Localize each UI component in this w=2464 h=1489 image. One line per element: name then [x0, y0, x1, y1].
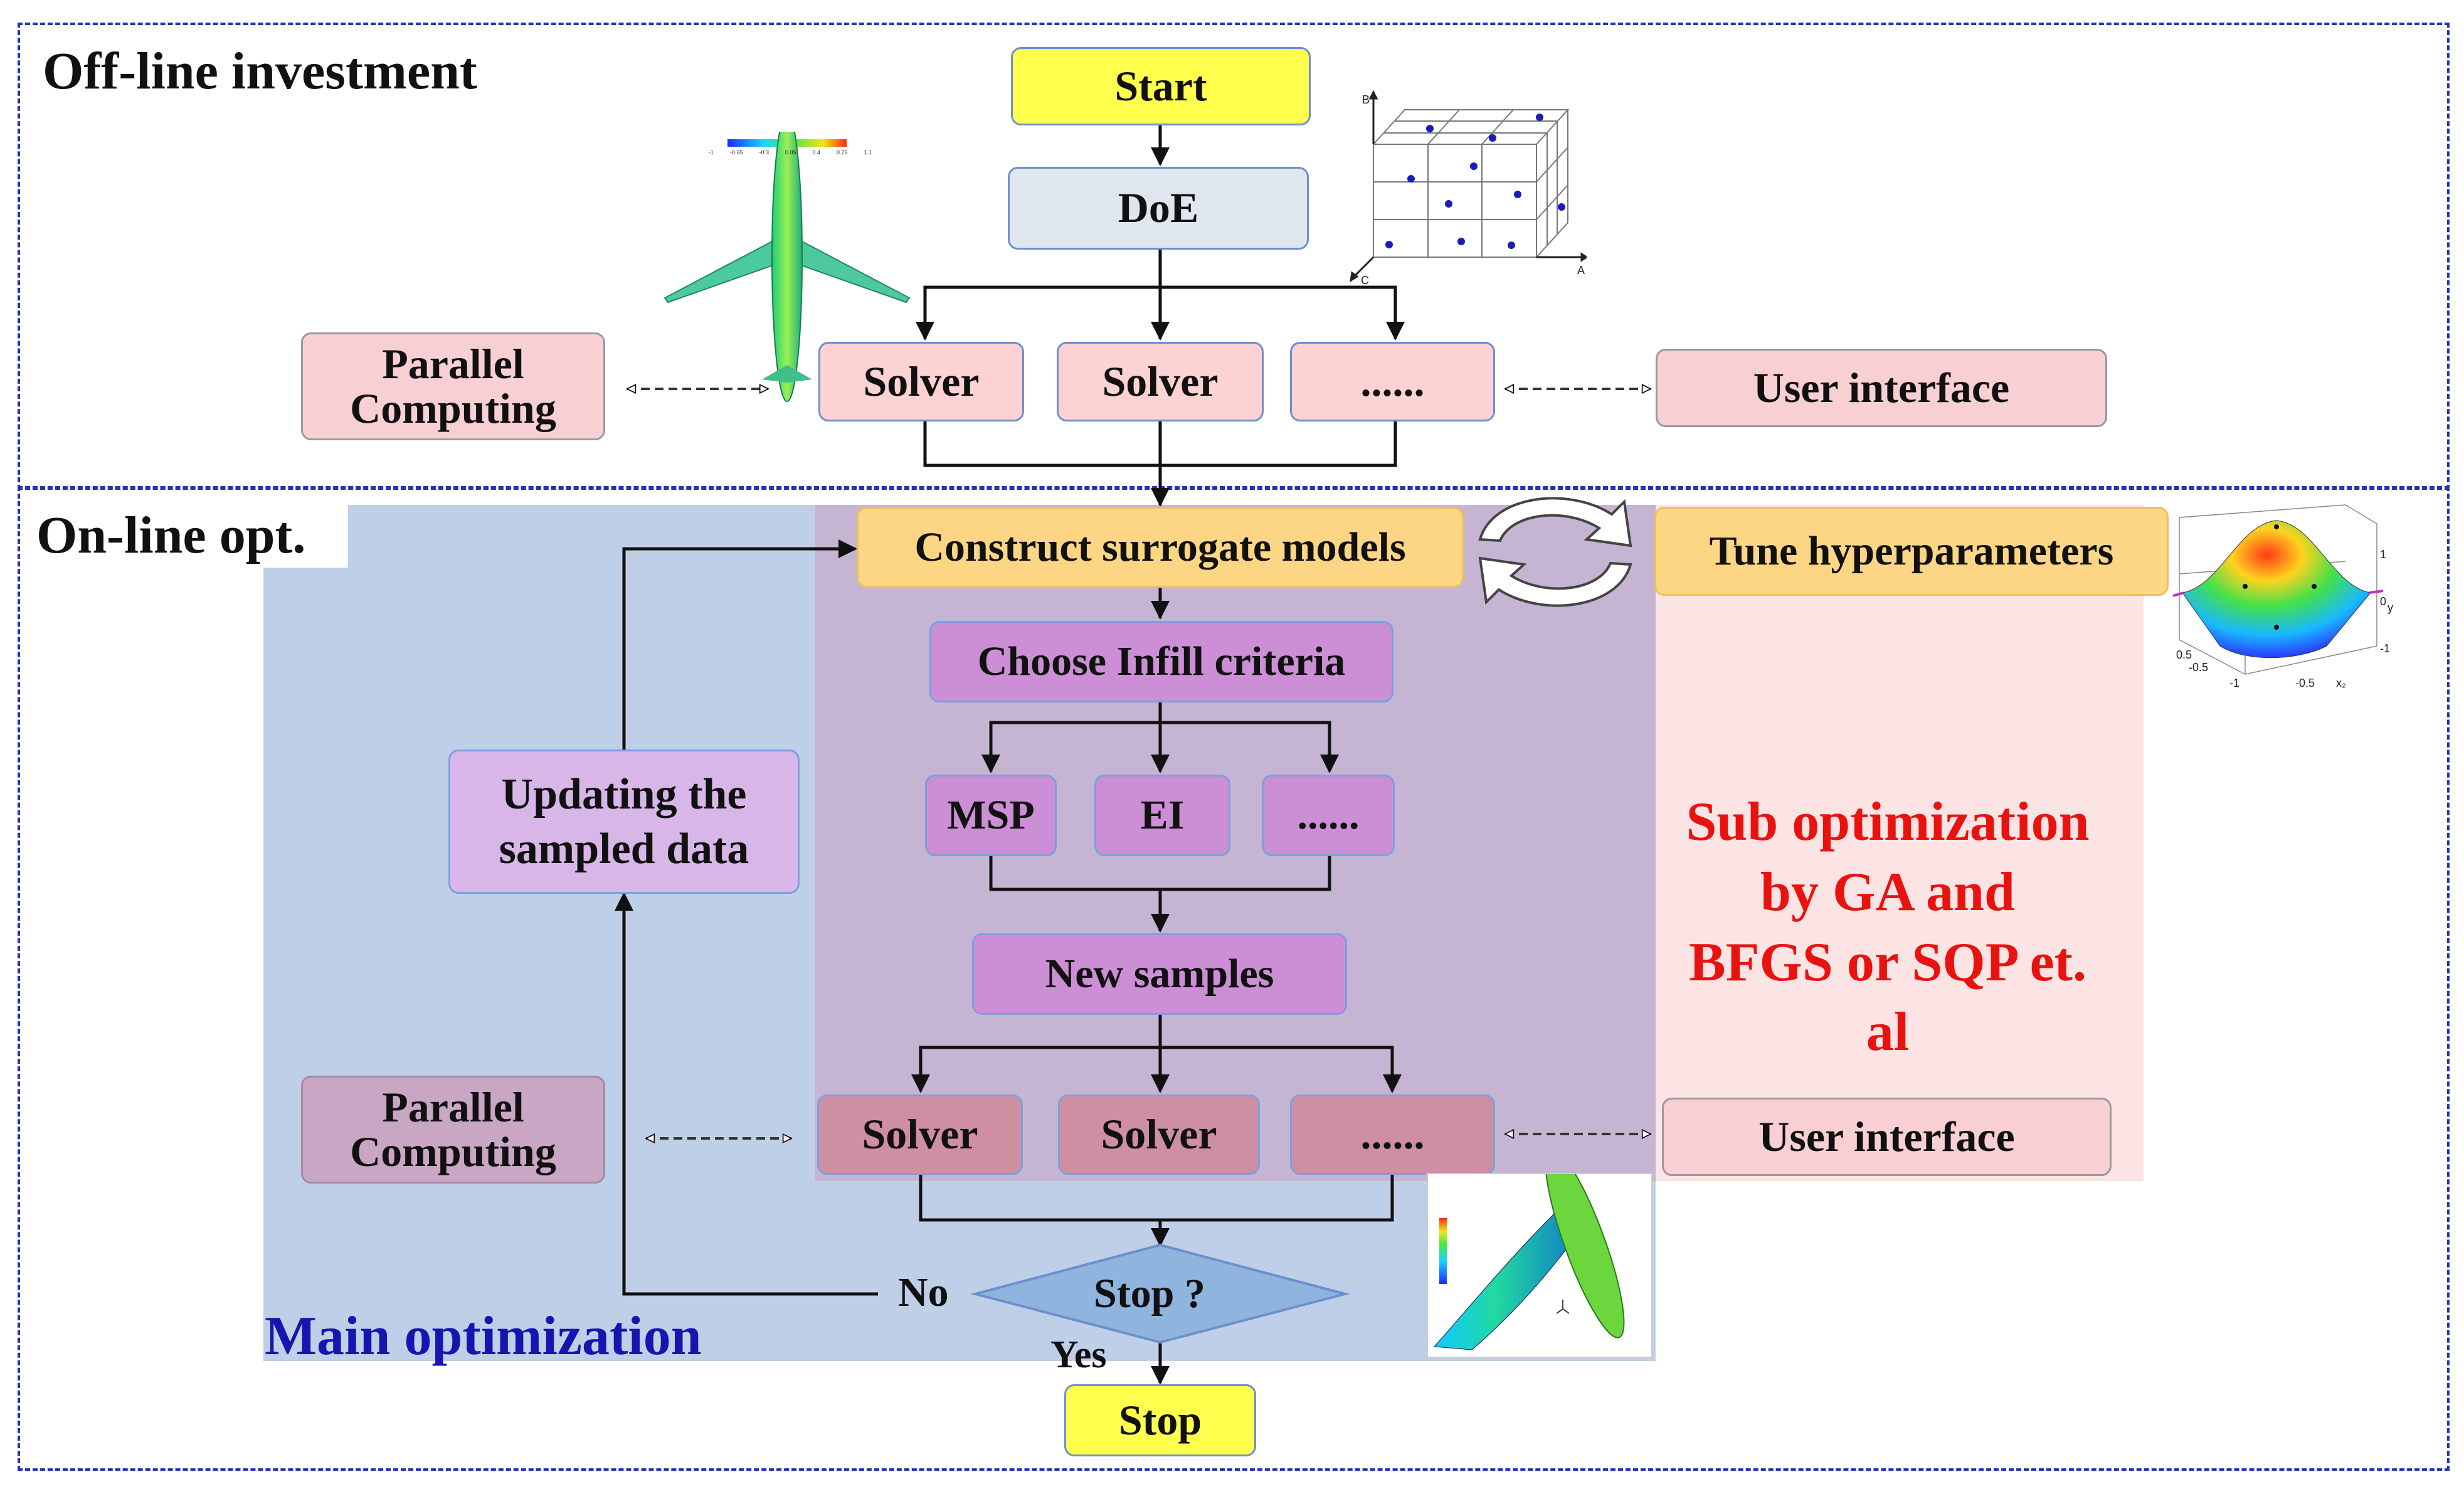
wing-cfd-image	[1427, 1148, 1652, 1358]
offline-solver-1: Solver	[818, 342, 1024, 421]
offline-section-title: Off-line investment	[43, 42, 477, 100]
doe-cube-plot: A B C	[1348, 85, 1589, 287]
surface-icon: 0.5 -0.5 -1 -0.5 1 0 -1 x₂ y	[2172, 504, 2393, 689]
criterion-more: ......	[1262, 775, 1395, 856]
stop-box: Stop	[1064, 1384, 1256, 1456]
stop-decision-diamond	[970, 1243, 1350, 1344]
new-samples-box: New samples	[972, 933, 1347, 1015]
colorbar-labels: -1 -0.65 -0.3 0.05 0.4 0.75 1.1	[709, 149, 872, 156]
main-optimization-label: Main optimization	[265, 1306, 702, 1367]
cycle-arrows-icon	[1478, 497, 1632, 607]
surface-tick-2: -0.5	[2189, 661, 2208, 674]
online-solver-more: ......	[1290, 1094, 1495, 1175]
online-solver-1: Solver	[817, 1094, 1023, 1175]
start-box: Start	[1011, 47, 1311, 125]
surface-tick-7: -1	[2380, 642, 2390, 655]
construct-surrogate-box: Construct surrogate models	[857, 507, 1464, 588]
sub-label-line-4: al	[1866, 1002, 1910, 1063]
cube-axis-c: C	[1361, 274, 1369, 285]
infill-criteria-box: Choose Infill criteria	[929, 621, 1393, 702]
doe-box: DoE	[1008, 167, 1309, 250]
no-branch-label: No	[898, 1269, 949, 1315]
aircraft-cfd-image: -1 -0.65 -0.3 0.05 0.4 0.75 1.1	[662, 112, 912, 408]
sub-label-line-2: by GA and	[1760, 861, 2015, 923]
cube-axis-a: A	[1577, 264, 1585, 277]
tune-hyperparameters-box: Tune hyperparameters	[1654, 507, 2169, 596]
surface-tick-4: -0.5	[2295, 677, 2315, 689]
online-frame	[18, 486, 2450, 1471]
sub-label-line-1: Sub optimization	[1686, 792, 2090, 852]
offline-solver-2: Solver	[1057, 342, 1264, 421]
online-section-title: On-line opt.	[36, 506, 306, 564]
criterion-msp: MSP	[925, 775, 1057, 856]
yes-branch-label: Yes	[1050, 1333, 1107, 1376]
surface-tick-5: 1	[2380, 548, 2386, 561]
sub-optimization-label: Sub optimization by GA and BFGS or SQP e…	[1656, 787, 2120, 1068]
aircraft-icon	[664, 112, 911, 402]
offline-solver-more: ......	[1290, 342, 1495, 421]
online-title-backdrop	[25, 502, 348, 568]
online-solver-2: Solver	[1058, 1094, 1260, 1175]
surface-tick-6: 0	[2380, 595, 2386, 608]
offline-frame	[18, 23, 2450, 490]
surface-ylabel: y	[2387, 601, 2393, 614]
surface-plot-image: 0.5 -0.5 -1 -0.5 1 0 -1 x₂ y	[2170, 499, 2396, 699]
sub-label-line-3: BFGS or SQP et.	[1689, 931, 2086, 993]
cube-icon: A B C	[1349, 90, 1589, 287]
offline-user-interface: User interface	[1656, 349, 2107, 427]
stop-decision-label: Stop ?	[1094, 1271, 1205, 1317]
online-user-interface: User interface	[1662, 1098, 2112, 1176]
cube-axis-b: B	[1362, 93, 1370, 106]
surface-tick-1: 0.5	[2176, 649, 2192, 661]
surface-tick-3: -1	[2229, 677, 2239, 689]
wing-icon	[1433, 1148, 1625, 1350]
surface-xlabel: x₂	[2336, 677, 2346, 689]
criterion-ei: EI	[1094, 775, 1230, 856]
